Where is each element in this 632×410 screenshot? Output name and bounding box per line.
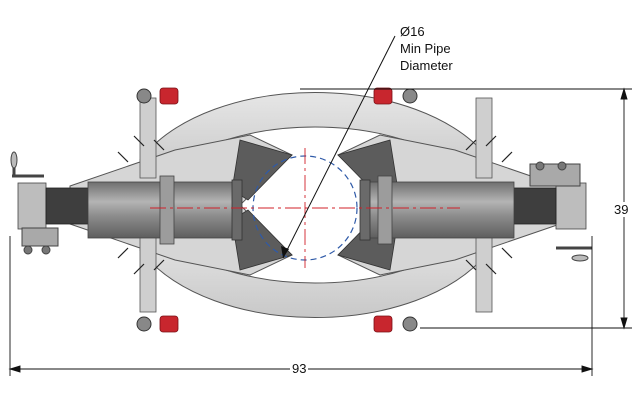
left-cylinder-flange <box>231 179 243 241</box>
callout-min-pipe-label: Min Pipe <box>400 41 451 56</box>
left-clamp-ring <box>159 175 175 245</box>
red-cap-bottom-right <box>373 315 393 333</box>
width-dimension-value: 93 <box>290 361 309 376</box>
right-post-top <box>475 97 493 179</box>
right-clamp-ring <box>377 175 393 245</box>
red-caps <box>136 87 418 333</box>
callout-arrowhead <box>281 246 289 258</box>
left-post-top <box>139 97 157 179</box>
left-handle <box>10 151 59 255</box>
right-post-bottom <box>475 231 493 313</box>
bolt-ticks <box>117 135 513 275</box>
left-end-block <box>17 182 47 230</box>
red-cap-top-right <box>373 87 393 105</box>
red-cap-bottom-left <box>159 315 179 333</box>
left-post-bottom <box>139 231 157 313</box>
right-motor <box>513 187 557 225</box>
red-cap-top-left <box>159 87 179 105</box>
callout-diameter-text: Diameter <box>400 58 453 73</box>
left-motor <box>45 187 89 225</box>
jaw-pad-upper-left <box>231 139 293 201</box>
height-dimension-value: 39 <box>612 202 631 217</box>
callout-leader <box>282 35 396 259</box>
right-handle <box>529 161 592 262</box>
callout-diameter-label: Ø16 <box>400 24 425 39</box>
right-end-block <box>555 182 587 230</box>
right-cylinder-flange <box>359 179 371 241</box>
